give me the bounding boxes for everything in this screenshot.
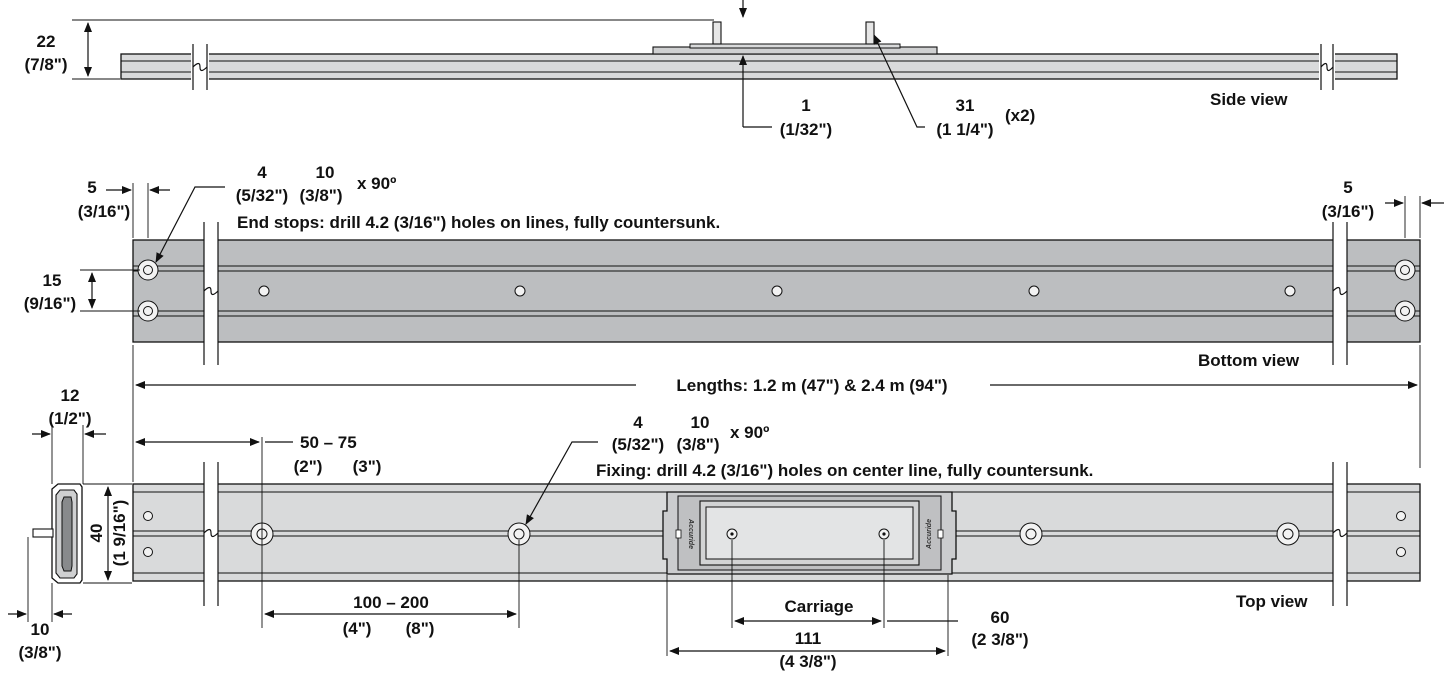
top-countersink-head-mm: 10 [691, 413, 710, 432]
top-height-mm: 40 [87, 524, 106, 543]
side-rail-body [120, 53, 1398, 80]
carriage-pin-spacing-in: (2 3/8") [971, 630, 1028, 649]
top-countersink-dia-in: (5/32") [612, 435, 664, 454]
bottom-end-stop-hole [137, 259, 159, 281]
top-hole-spacing-min-in: (4") [343, 619, 372, 638]
side-height-in: (7/8") [24, 55, 67, 74]
bottom-end-stop-note: End stops: drill 4.2 (3/16") holes on li… [237, 213, 720, 232]
bottom-line-spacing-in: (9/16") [24, 294, 76, 313]
top-height-in: (1 9/16") [110, 500, 129, 567]
bottom-line-spacing-mm: 15 [43, 271, 62, 290]
side-pin-mm: 31 [956, 96, 975, 115]
top-hole-spacing-max-in: (8") [406, 619, 435, 638]
top-end-hole [1396, 547, 1406, 557]
top-end-hole [143, 511, 153, 521]
profile-section [32, 483, 83, 584]
top-hole-spacing-mm: 100 – 200 [353, 593, 429, 612]
carriage-length-mm: 111 [795, 629, 822, 648]
length-dimension: Lengths: 1.2 m (47") & 2.4 m (94") [132, 345, 1421, 482]
top-width-in: (1/2") [48, 409, 91, 428]
bottom-view: 5 (3/16") 5 (3/16") 15 (9/16") 4 (5/32")… [24, 163, 1444, 370]
top-width-mm: 12 [61, 386, 80, 405]
top-countersink-head-in: (3/8") [676, 435, 719, 454]
top-pin-in: (3/8") [18, 643, 61, 662]
bottom-right-offset-in: (3/16") [1322, 202, 1374, 221]
bottom-center-hole [514, 285, 526, 297]
bottom-view-label: Bottom view [1198, 351, 1300, 370]
side-pin-in: (1 1/4") [936, 120, 993, 139]
bottom-center-hole [258, 285, 270, 297]
side-pin-count: (x2) [1005, 106, 1035, 125]
side-pin-right [865, 21, 875, 45]
bottom-end-stop-hole [1394, 259, 1416, 281]
top-end-hole [143, 547, 153, 557]
top-view: Accuride Accuride 12 (1/2") 40 (1 9/16")… [8, 386, 1421, 671]
side-height-mm: 22 [37, 32, 56, 51]
lengths-label: Lengths: 1.2 m (47") & 2.4 m (94") [676, 376, 947, 395]
carriage-brand-right: Accuride [926, 519, 933, 550]
top-fixing-hole [1019, 522, 1043, 546]
top-first-hole-max-in: (3") [353, 457, 382, 476]
bottom-countersink-head-in: (3/8") [299, 186, 342, 205]
top-fixing-hole [507, 522, 531, 546]
carriage-length-in: (4 3/8") [779, 652, 836, 671]
profile-pin [32, 528, 54, 538]
side-pin-left [712, 21, 722, 45]
bottom-center-hole [771, 285, 783, 297]
top-countersink-dia-mm: 4 [633, 413, 643, 432]
carriage-pin-spacing-mm: 60 [991, 608, 1010, 627]
top-end-hole [1396, 511, 1406, 521]
bottom-center-hole [1028, 285, 1040, 297]
carriage: Accuride Accuride [662, 491, 957, 575]
carriage-brand-left: Accuride [687, 518, 694, 549]
side-plate-in: (1/32") [780, 120, 832, 139]
top-fixing-note: Fixing: drill 4.2 (3/16") holes on cente… [596, 461, 1093, 480]
bottom-end-stop-hole [137, 300, 159, 322]
bottom-center-hole [1284, 285, 1296, 297]
bottom-countersink-angle: x 90º [357, 174, 396, 193]
side-plate-mm: 1 [801, 96, 810, 115]
bottom-right-offset-mm: 5 [1343, 178, 1352, 197]
top-view-label: Top view [1236, 592, 1308, 611]
bottom-end-stop-hole [1394, 300, 1416, 322]
carriage-label: Carriage [785, 597, 854, 616]
top-first-hole-mm: 50 – 75 [300, 433, 357, 452]
side-view-label: Side view [1210, 90, 1288, 109]
side-view: 22 (7/8") 1 (1/32") 31 (1 1/4") (x2) Sid… [24, 0, 1398, 139]
top-fixing-hole [1276, 522, 1300, 546]
top-pin-mm: 10 [31, 620, 50, 639]
top-first-hole-min-in: (2") [294, 457, 323, 476]
bottom-countersink-dia-in: (5/32") [236, 186, 288, 205]
bottom-left-offset-in: (3/16") [78, 202, 130, 221]
bottom-countersink-head-mm: 10 [316, 163, 335, 182]
bottom-left-offset-mm: 5 [87, 178, 96, 197]
top-countersink-angle: x 90º [730, 423, 769, 442]
bottom-countersink-dia-mm: 4 [257, 163, 267, 182]
